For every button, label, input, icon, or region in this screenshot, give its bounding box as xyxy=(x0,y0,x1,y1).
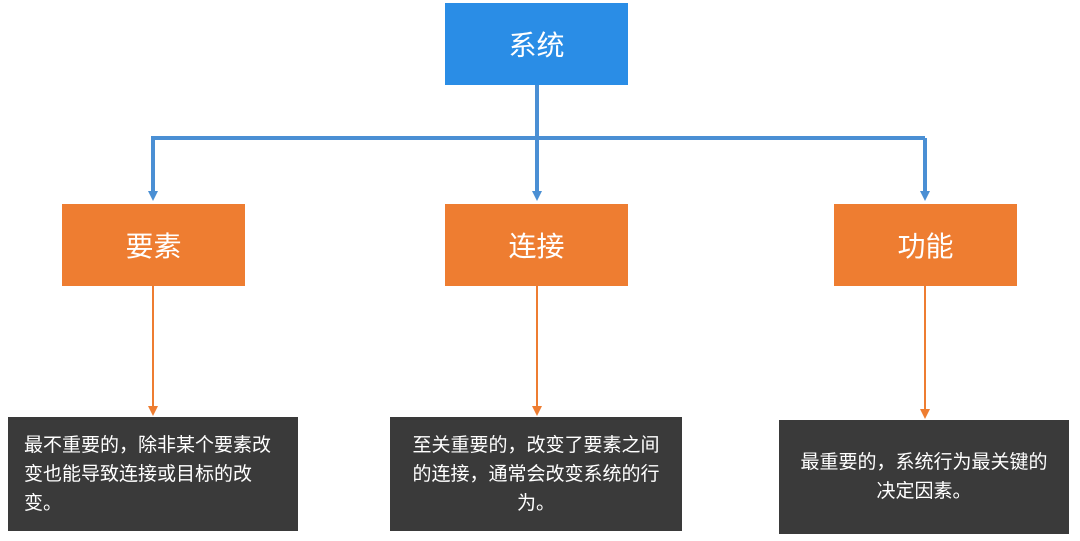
category-label: 功能 xyxy=(897,230,954,263)
description-text: 至关重要的，改变了要素之间的连接，通常会改变系统的行为。 xyxy=(412,433,660,514)
category-node-functions: 功能 xyxy=(834,204,1017,286)
description-connections: 至关重要的，改变了要素之间的连接，通常会改变系统的行为。 xyxy=(390,417,682,531)
category-label: 连接 xyxy=(508,230,565,263)
category-node-connections: 连接 xyxy=(445,204,628,286)
description-functions: 最重要的，系统行为最关键的决定因素。 xyxy=(779,420,1069,534)
category-node-elements: 要素 xyxy=(62,204,245,286)
description-text: 最重要的，系统行为最关键的决定因素。 xyxy=(800,451,1048,502)
category-label: 要素 xyxy=(125,230,182,263)
description-elements: 最不重要的，除非某个要素改变也能导致连接或目标的改变。 xyxy=(8,417,298,531)
root-node-label: 系统 xyxy=(508,29,565,62)
root-node-system: 系统 xyxy=(445,3,628,85)
description-text: 最不重要的，除非某个要素改变也能导致连接或目标的改变。 xyxy=(24,433,272,514)
